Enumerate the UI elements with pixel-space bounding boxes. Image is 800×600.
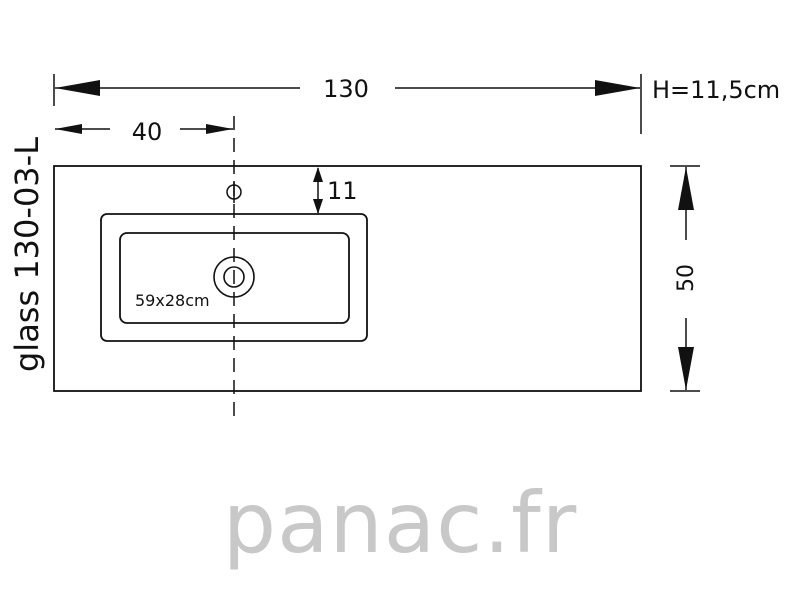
- offset-arrowhead-right: [206, 124, 233, 134]
- tap-offset-arrowhead-bottom: [313, 199, 323, 214]
- width-arrowhead-right: [595, 80, 640, 96]
- width-arrowhead-left: [55, 80, 100, 96]
- tap-offset-arrowhead-top: [313, 167, 323, 182]
- tap-offset-value: 11: [327, 177, 358, 205]
- basin-size-label: 59x28cm: [135, 291, 210, 310]
- height-note: H=11,5cm: [652, 76, 780, 104]
- width-value: 130: [323, 75, 369, 103]
- depth-dimension: 50: [670, 165, 700, 392]
- depth-arrowhead-bottom: [678, 347, 694, 390]
- offset-dimension: 40: [55, 118, 233, 146]
- basin-outer: [100, 213, 368, 342]
- tap-hole-icon: [226, 181, 242, 203]
- drain-icon: [213, 256, 255, 298]
- width-dimension: 130 H=11,5cm: [53, 74, 780, 134]
- tap-offset-dimension: 11: [313, 167, 358, 214]
- depth-value: 50: [674, 264, 699, 292]
- offset-value: 40: [132, 118, 163, 146]
- model-label: glass 130-03-L: [8, 137, 46, 372]
- depth-arrowhead-top: [678, 167, 694, 210]
- countertop-outline: [53, 165, 642, 392]
- offset-arrowhead-left: [55, 124, 82, 134]
- basin-inner: [119, 232, 350, 324]
- watermark: panac.fr: [222, 474, 578, 572]
